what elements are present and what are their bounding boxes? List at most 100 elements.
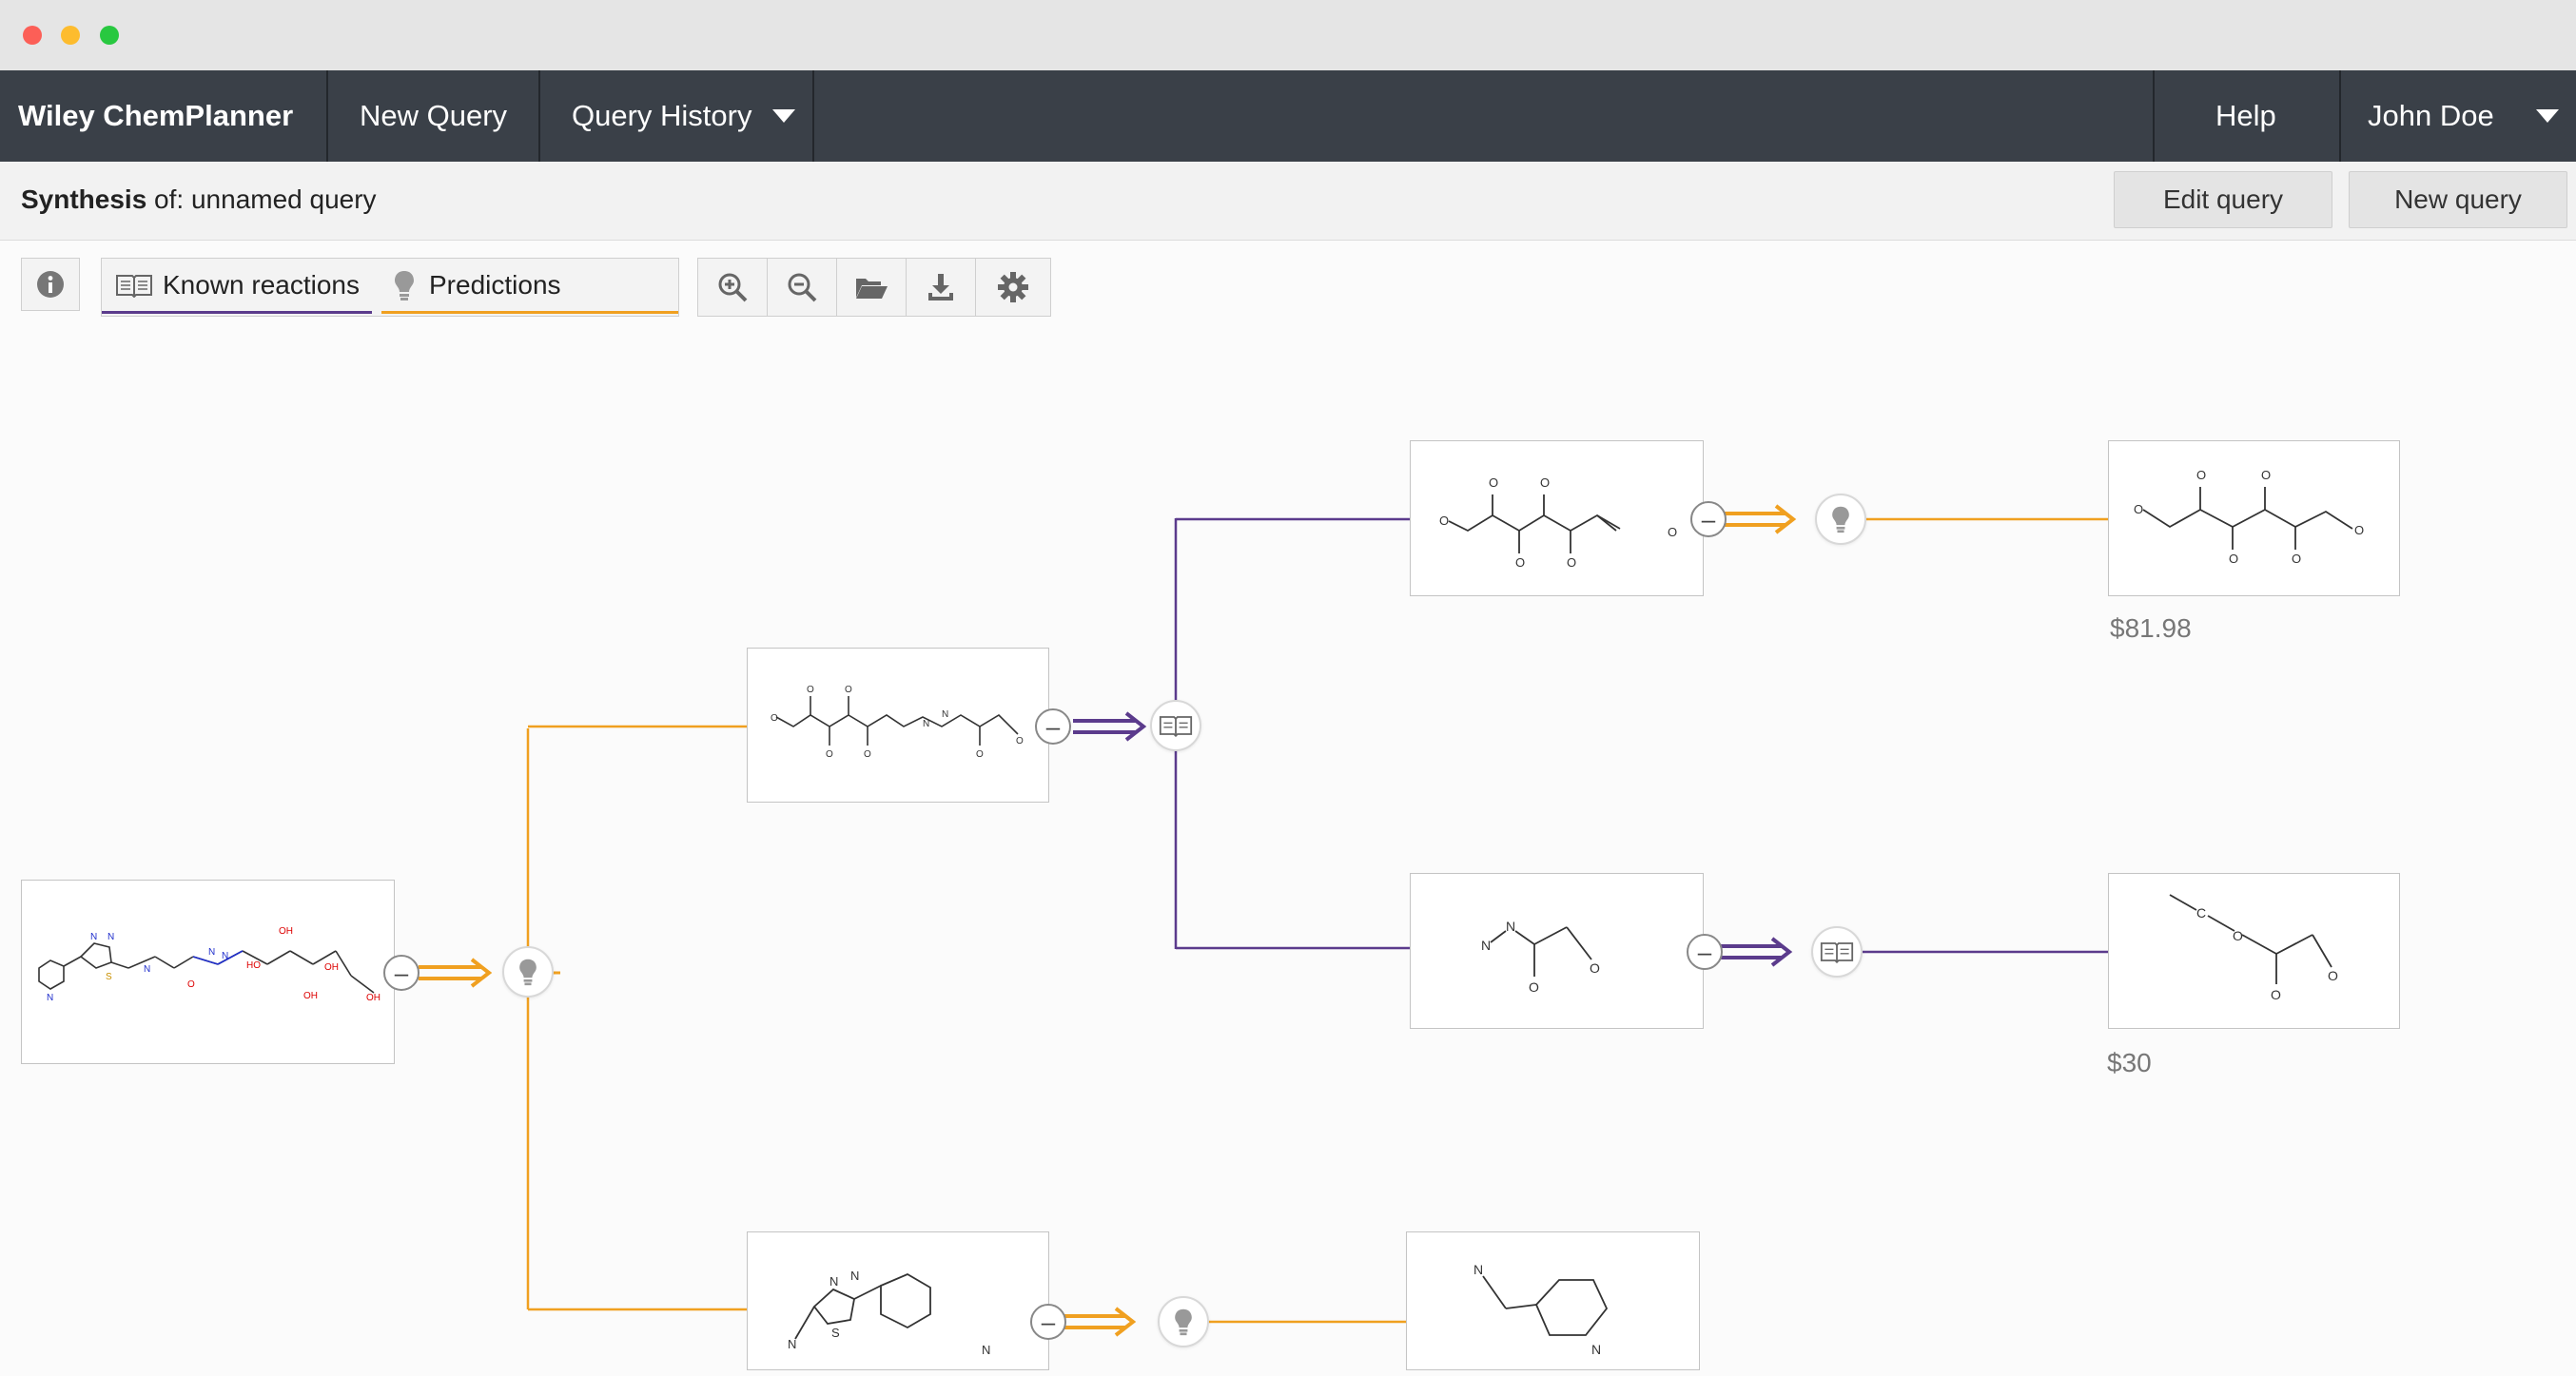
molecule-structure: N N N S N O N N HO OH OH OH OH [38, 926, 381, 1003]
svg-text:N: N [222, 951, 228, 961]
brand-logo[interactable]: Wiley ChemPlanner [18, 99, 294, 132]
collapse-button[interactable]: – [1030, 1304, 1066, 1340]
molecule-structure: N N [1473, 1262, 1609, 1357]
building-block-card[interactable]: C O O O [2108, 873, 2400, 1029]
nav-query-history[interactable]: Query History [572, 70, 796, 162]
building-block-card[interactable]: N N [1406, 1231, 1700, 1370]
new-query-button[interactable]: New query [2349, 171, 2567, 228]
nav-user-menu[interactable]: John Doe [2368, 70, 2559, 162]
lightbulb-icon [1175, 1308, 1192, 1336]
svg-text:O: O [2261, 468, 2271, 482]
svg-text:O: O [1016, 736, 1024, 746]
svg-text:N: N [829, 1274, 838, 1289]
book-icon [1820, 942, 1854, 963]
lightbulb-icon [519, 959, 537, 986]
nav-new-query[interactable]: New Query [360, 99, 508, 132]
svg-text:O: O [1540, 475, 1550, 490]
svg-text:N: N [208, 947, 215, 958]
known-reaction-node[interactable] [1150, 700, 1201, 751]
settings-button[interactable] [975, 258, 1051, 317]
edit-query-button[interactable]: Edit query [2114, 171, 2332, 228]
svg-text:N: N [1473, 1262, 1483, 1277]
svg-text:O: O [2134, 502, 2143, 516]
svg-text:OH: OH [279, 926, 293, 937]
molecule-structure: N N O O [1481, 919, 1600, 995]
svg-text:O: O [864, 749, 871, 760]
info-button[interactable] [21, 258, 80, 311]
predictions-toggle[interactable]: Predictions on [381, 259, 945, 314]
target-molecule-card[interactable]: N N N S N O N N HO OH OH OH OH [21, 880, 395, 1064]
svg-text:N: N [1481, 938, 1491, 953]
book-icon [116, 274, 152, 298]
folder-open-icon [856, 279, 888, 299]
predicted-arrow [1064, 1307, 1137, 1337]
zoom-in-button[interactable] [697, 258, 768, 317]
intermediate-molecule-card[interactable]: N N S N N [747, 1231, 1049, 1370]
svg-text:N: N [923, 719, 929, 729]
collapse-button[interactable]: – [383, 955, 420, 991]
chevron-down-icon [772, 109, 796, 123]
top-navbar: Wiley ChemPlanner New Query Query Histor… [0, 70, 2576, 162]
known-reactions-toggle[interactable]: Known reactions [102, 259, 372, 314]
intermediate-molecule-card[interactable]: O O O O O O [1410, 440, 1704, 596]
svg-text:O: O [2328, 968, 2338, 983]
prediction-node[interactable] [502, 946, 554, 998]
svg-text:O: O [1515, 555, 1525, 570]
window-titlebar [0, 0, 2576, 71]
zoom-out-icon [788, 273, 817, 302]
svg-text:N: N [90, 932, 97, 942]
svg-text:S: S [106, 972, 112, 982]
prediction-node[interactable] [1158, 1296, 1209, 1347]
window-close-button[interactable] [23, 26, 42, 45]
svg-text:OH: OH [366, 993, 381, 1003]
svg-text:O: O [771, 713, 778, 724]
collapse-button[interactable]: – [1690, 501, 1727, 537]
nav-divider [2339, 70, 2341, 162]
price-label: $30 [2107, 1048, 2152, 1077]
predicted-arrow [1723, 504, 1797, 534]
zoom-out-button[interactable] [767, 258, 837, 317]
zoom-in-icon [718, 273, 748, 302]
molecule-structure: O O O O O O [1439, 475, 1677, 570]
known-reactions-label: Known reactions [163, 269, 361, 300]
download-button[interactable] [906, 258, 976, 317]
collapse-button[interactable]: – [1035, 708, 1071, 745]
svg-text:O: O [826, 749, 833, 760]
page-title: Synthesis of: unnamed query [21, 184, 377, 215]
book-icon [1159, 716, 1193, 737]
svg-text:N: N [47, 993, 53, 1003]
svg-text:O: O [2271, 987, 2281, 1002]
svg-text:O: O [2229, 552, 2238, 566]
building-block-card[interactable]: O O O O O O [2108, 440, 2400, 596]
known-arrow [1719, 937, 1793, 967]
nav-divider [538, 70, 540, 162]
nav-divider [326, 70, 328, 162]
info-icon [37, 271, 64, 298]
svg-text:O: O [845, 685, 852, 695]
known-arrow [1073, 711, 1147, 742]
svg-text:O: O [1590, 960, 1600, 976]
intermediate-molecule-card[interactable]: N N O O [1410, 873, 1704, 1029]
svg-text:N: N [1506, 919, 1515, 934]
svg-text:O: O [1668, 525, 1677, 539]
window-maximize-button[interactable] [100, 26, 119, 45]
svg-text:N: N [1591, 1342, 1601, 1357]
open-button[interactable] [836, 258, 907, 317]
tree-connectors [419, 504, 2108, 1337]
collapse-button[interactable]: – [1687, 934, 1723, 970]
molecule-structure: N N S N N [788, 1269, 990, 1357]
synthesis-tree-canvas[interactable]: N N N S N O N N HO OH OH OH OH [0, 323, 2576, 1370]
download-icon [928, 274, 953, 300]
svg-text:HO: HO [246, 960, 261, 971]
predictions-label: Predictions [429, 269, 561, 300]
svg-text:O: O [976, 749, 984, 760]
svg-text:O: O [1567, 555, 1576, 570]
nav-divider [2153, 70, 2155, 162]
prediction-node[interactable] [1815, 494, 1866, 545]
svg-text:O: O [2196, 468, 2206, 482]
window-minimize-button[interactable] [61, 26, 80, 45]
price-label: $81.98 [2110, 613, 2192, 643]
intermediate-molecule-card[interactable]: O O O O O N N O O [747, 648, 1049, 803]
known-reaction-node[interactable] [1811, 926, 1863, 978]
nav-help[interactable]: Help [2215, 99, 2276, 132]
